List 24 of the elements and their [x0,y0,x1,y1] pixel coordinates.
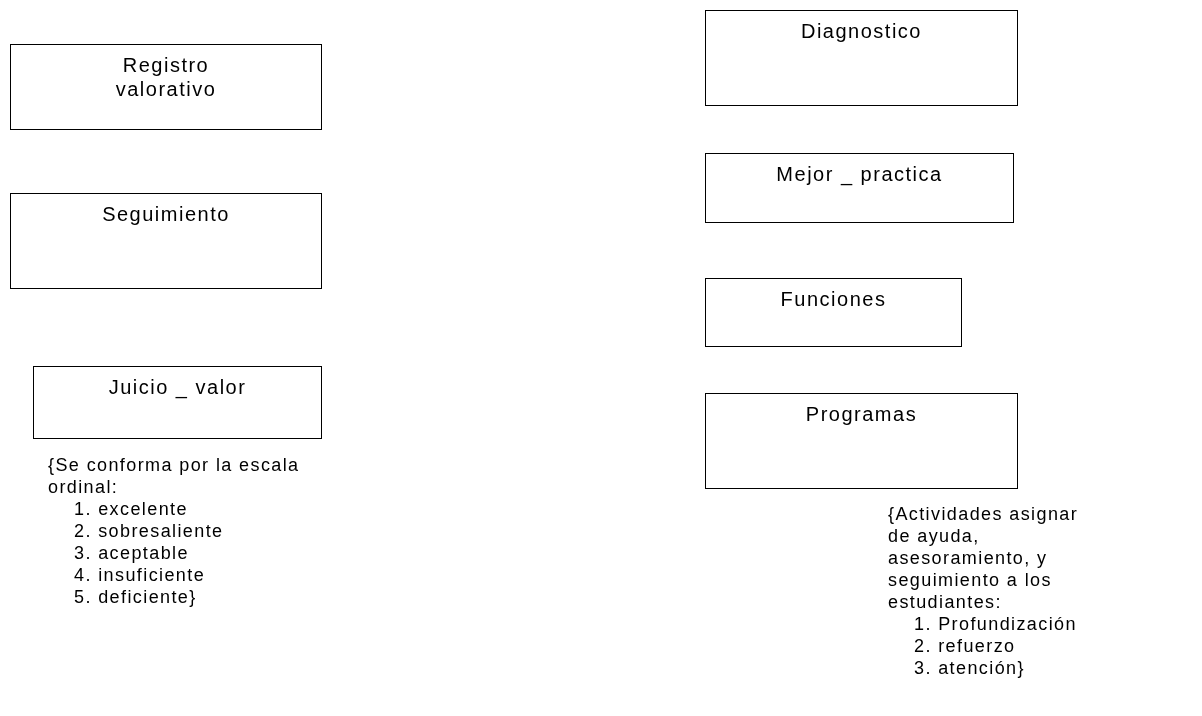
list-item: 5. deficiente} [74,586,197,608]
list-item: 1. excelente [74,498,188,520]
text-box [10,44,322,130]
note-text: {Se conforma por la escala ordinal: [48,454,301,498]
box-title: Seguimiento [102,202,230,226]
note-text: {Actividades asignar de ayuda, asesoramiento, y seguimiento a los estudiantes: [888,503,1080,613]
list-item: 2. sobresaliente [74,520,224,542]
text-box [705,153,1014,223]
text-box [33,366,322,439]
text-box [10,193,322,289]
box-title: Juicio _ valor [108,375,247,399]
box-title: Registro valorativo [114,53,218,101]
text-box [705,10,1018,106]
box-title: Funciones [780,287,887,311]
list-item: 3. aceptable [74,542,189,564]
box-title: Programas [805,402,918,426]
list-item: 4. insuficiente [74,564,206,586]
text-box [705,393,1018,489]
box-title: Mejor _ practica [776,162,943,186]
list-item: 1. Profundización [914,613,1077,635]
list-item: 3. atención} [914,657,1025,679]
box-title: Diagnostico [801,19,922,43]
list-item: 2. refuerzo [914,635,1016,657]
text-box [705,278,962,347]
